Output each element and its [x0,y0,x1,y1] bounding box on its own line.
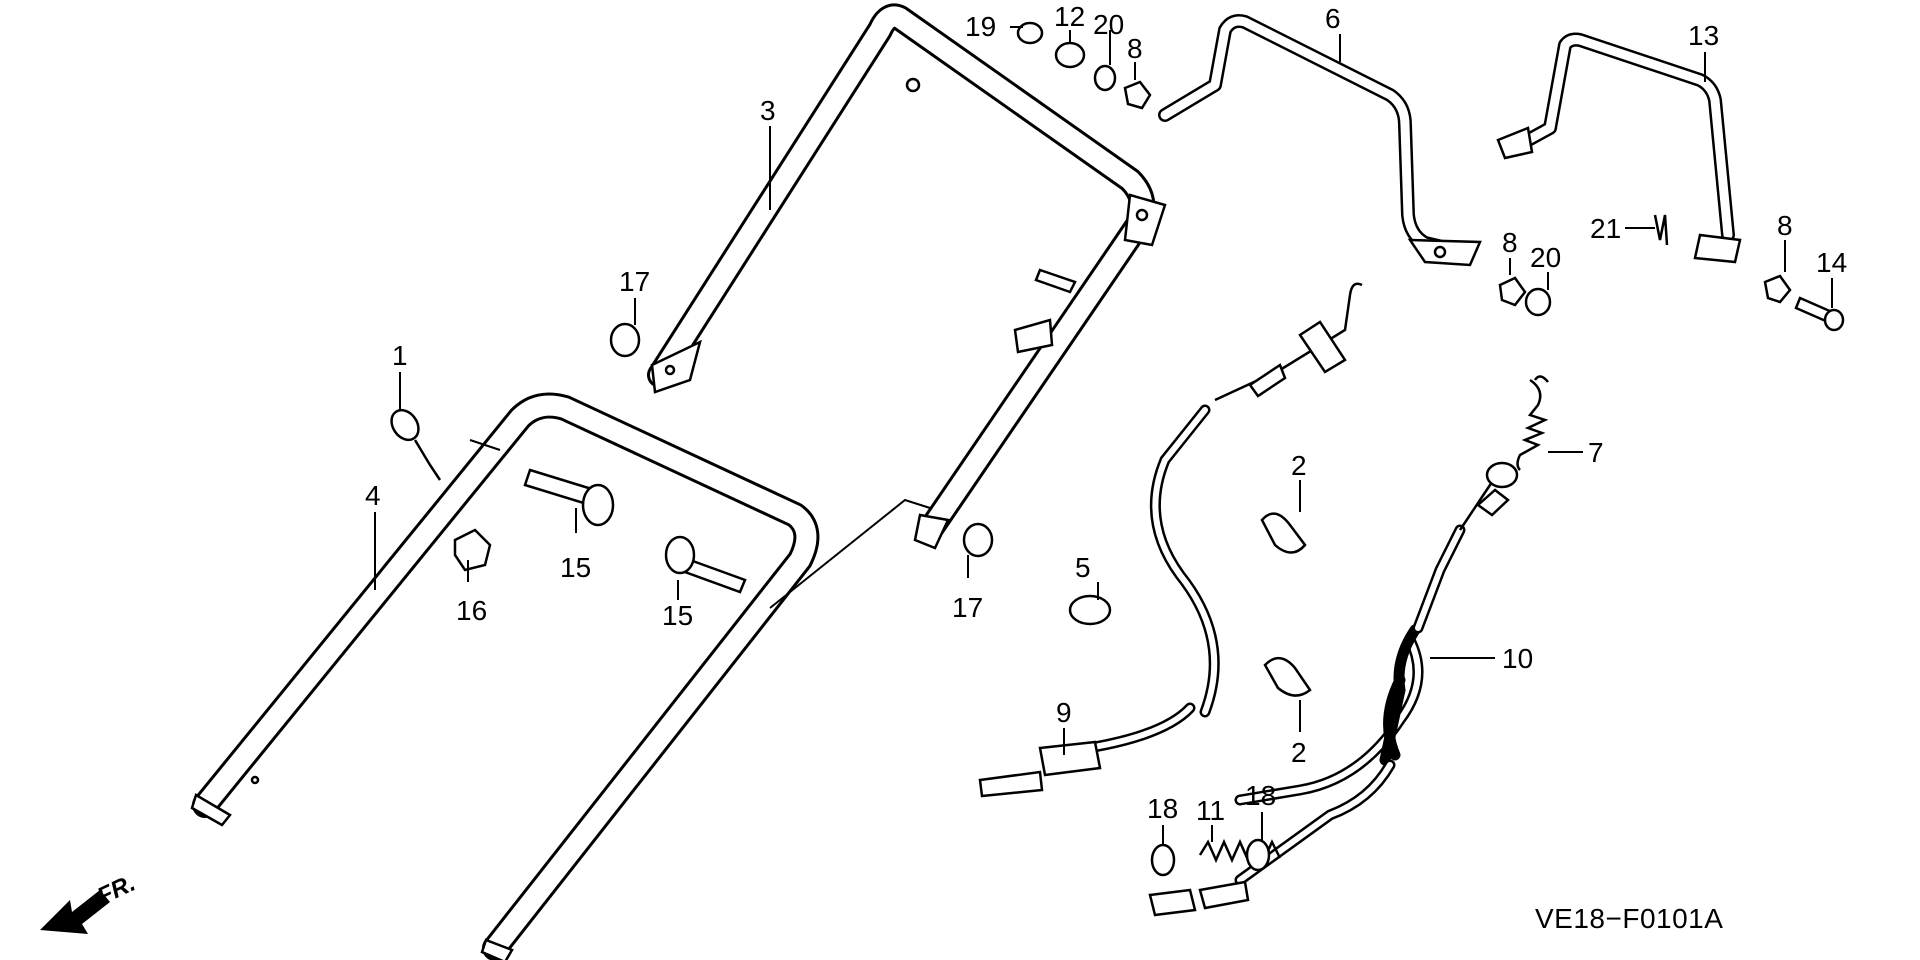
callout-10: 10 [1502,643,1533,674]
callout-12: 12 [1054,1,1085,32]
callout-2-lower: 2 [1291,737,1307,768]
callout-5: 5 [1075,552,1091,583]
callout-labels: 1 2 2 3 4 5 6 7 8 8 8 9 10 11 12 13 14 1… [365,1,1847,826]
callout-14: 14 [1816,247,1847,278]
callout-15-right: 15 [662,600,693,631]
callout-8-right: 8 [1777,210,1793,241]
callout-6: 6 [1325,3,1341,34]
lever-part-13 [1496,32,1742,264]
callout-9: 9 [1056,697,1072,728]
callout-15-left: 15 [560,552,591,583]
diagram-code: VE18−F0101A [1535,903,1723,934]
front-direction-indicator: FR. [40,870,140,934]
upper-handle-part-3 [647,3,1167,550]
callout-21: 21 [1590,213,1621,244]
spring-part-7 [1516,375,1549,471]
callout-11: 11 [1196,795,1225,826]
small-parts [390,21,1845,877]
callout-17-left: 17 [619,266,650,297]
callout-3: 3 [760,95,776,126]
callout-18-left: 18 [1147,793,1178,824]
leader-lines [374,26,1833,845]
callout-7: 7 [1588,437,1604,468]
front-arrow-icon [40,890,110,934]
callout-20-right: 20 [1530,242,1561,273]
callout-18-right: 18 [1245,780,1276,811]
callout-19: 19 [965,11,996,42]
callout-4: 4 [365,480,381,511]
callout-1: 1 [392,340,408,371]
callout-16: 16 [456,595,487,626]
lower-handle-part-4 [190,392,931,960]
callout-20-top: 20 [1093,9,1124,40]
callout-17-right: 17 [952,592,983,623]
cable-part-10 [1148,461,1519,917]
callout-8-middle: 8 [1502,227,1518,258]
control-lever-part-6 [1158,14,1482,267]
cable-part-9 [978,282,1363,798]
callout-8-top: 8 [1127,33,1143,64]
callout-13: 13 [1688,20,1719,51]
callout-2-upper: 2 [1291,450,1307,481]
